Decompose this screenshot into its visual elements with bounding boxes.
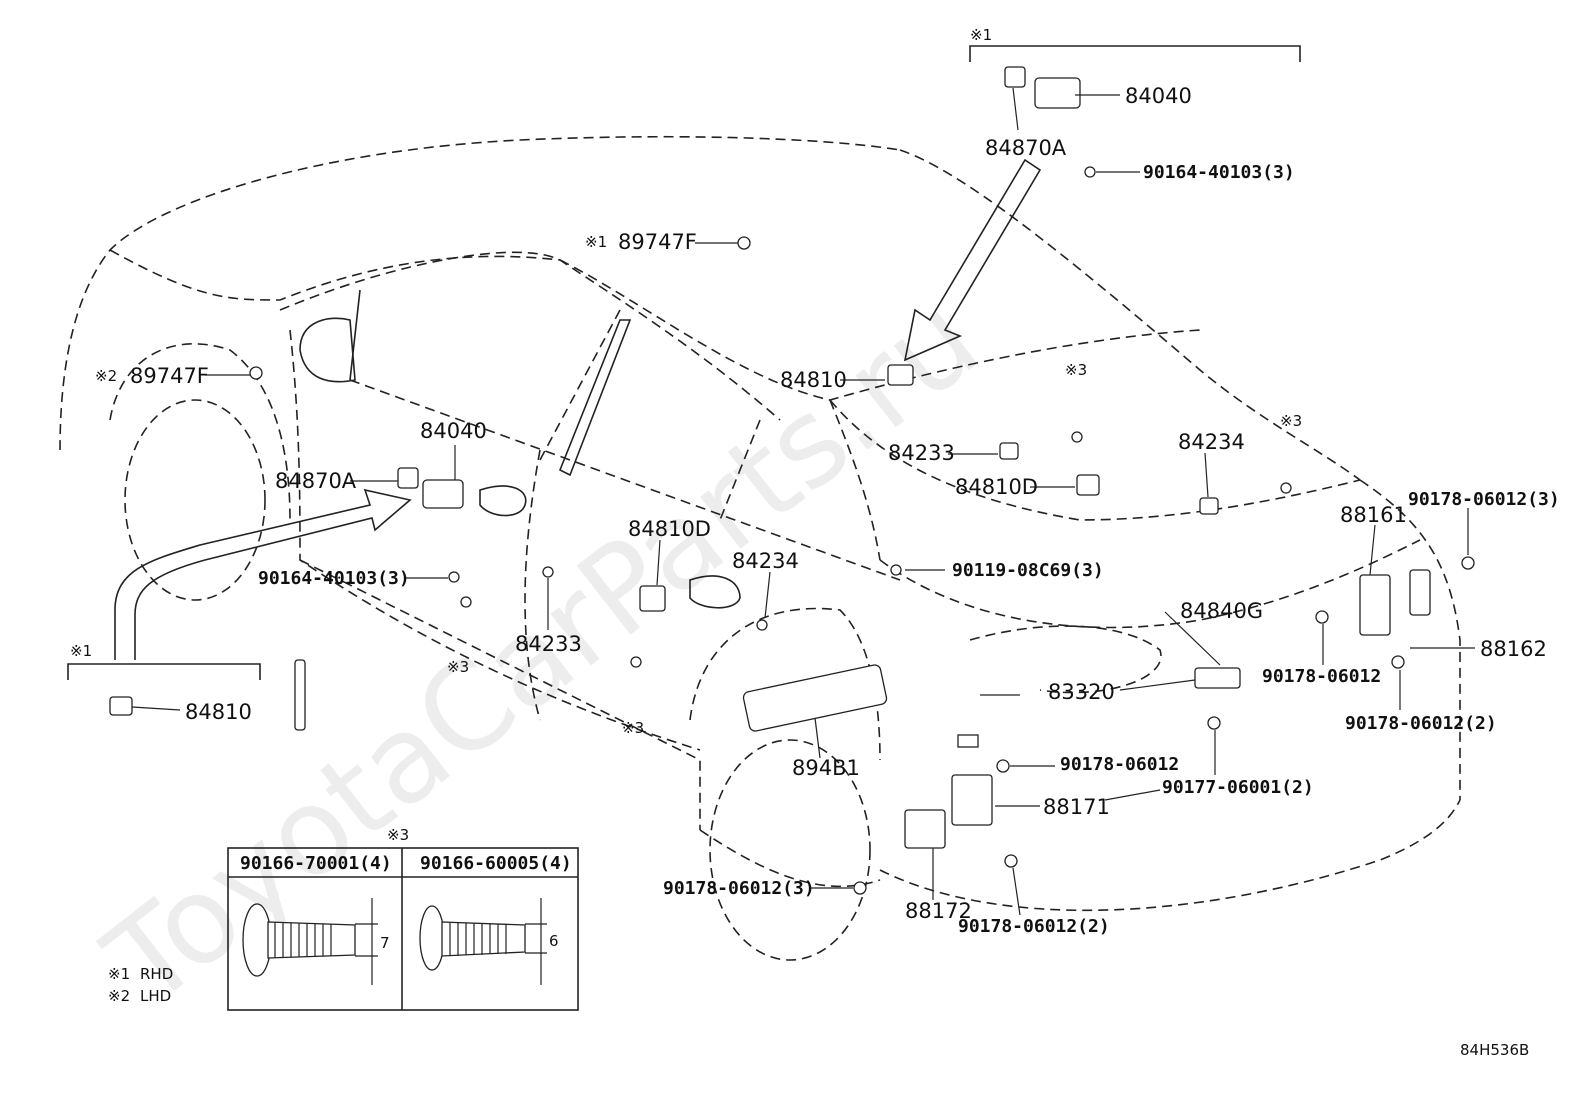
label-84810-box: 84810 — [185, 700, 252, 724]
screw-icon-60005: 6 — [419, 898, 559, 985]
label-90119: 90119-08C69(3) — [952, 560, 1104, 581]
label-84233-hood: 84233 — [888, 441, 955, 465]
label-90178-c: 90178-06012 — [1060, 754, 1179, 775]
label-89747F-left: 89747F — [130, 364, 209, 388]
callout-labels: ※1 84040 84870A 90164-40103(3) ※1 89747F… — [70, 26, 1560, 937]
label-90177: 90177-06001(2) — [1162, 777, 1314, 798]
note-2-text: LHD — [140, 987, 171, 1005]
label-84840G: 84840G — [1180, 599, 1263, 623]
mark-rhd-bottom: ※1 — [70, 642, 92, 660]
label-83320: 83320 — [1048, 680, 1115, 704]
inset-dim-2: 6 — [549, 932, 559, 950]
label-894B1: 894B1 — [792, 756, 860, 780]
label-84810-mid: 84810 — [780, 368, 847, 392]
label-89747F-top: 89747F — [618, 230, 697, 254]
screw-icon-70001: 7 — [242, 898, 390, 985]
label-90178-d: 90178-06012(3) — [663, 878, 815, 899]
label-90178-b: 90178-06012(2) — [1345, 713, 1497, 734]
direction-arrows — [114, 158, 1042, 660]
inset-part-2: 90166-60005(4) — [420, 853, 572, 874]
note-2-mark: ※2 — [108, 987, 130, 1005]
label-90164-door: 90164-40103(3) — [258, 568, 410, 589]
note-1-mark: ※1 — [108, 965, 130, 983]
note-1-text: RHD — [140, 965, 173, 983]
label-88162: 88162 — [1480, 637, 1547, 661]
mark-rhd-top: ※1 — [970, 26, 992, 44]
label-84234-door: 84234 — [732, 549, 799, 573]
label-88161: 88161 — [1340, 503, 1407, 527]
mark-3-door: ※3 — [447, 658, 469, 676]
mark-3-lower: ※3 — [622, 719, 644, 737]
label-88172: 88172 — [905, 899, 972, 923]
mark-lhd-89747F: ※2 — [95, 367, 117, 385]
part-glyphs — [109, 66, 1475, 895]
label-84234-hood: 84234 — [1178, 430, 1245, 454]
label-84040-top: 84040 — [1125, 84, 1192, 108]
label-84870A-top: 84870A — [985, 136, 1067, 160]
label-90178-e: 90178-06012(2) — [958, 916, 1110, 937]
label-90178-a: 90178-06012 — [1262, 666, 1381, 687]
label-90178-right-top: 90178-06012(3) — [1408, 489, 1560, 510]
label-84040-door: 84040 — [420, 419, 487, 443]
label-84810D-hood: 84810D — [955, 475, 1038, 499]
inset-dim-1: 7 — [380, 934, 390, 952]
mark-3-hood: ※3 — [1065, 361, 1087, 379]
label-84810D-door: 84810D — [628, 517, 711, 541]
fastener-inset: ※3 90166-70001(4) 90166-60005(4) 7 6 — [227, 826, 579, 1011]
legend-notes: ※1 RHD ※2 LHD — [108, 965, 173, 1005]
label-88171: 88171 — [1043, 795, 1110, 819]
label-84233-door: 84233 — [515, 632, 582, 656]
rhd-brackets — [67, 45, 1301, 680]
inset-mark: ※3 — [387, 826, 409, 844]
inset-part-1: 90166-70001(4) — [240, 853, 392, 874]
diagram-code: 84H536B — [1460, 1041, 1529, 1059]
car-outline — [59, 135, 1461, 961]
leader-lines — [131, 87, 1475, 916]
label-90164-top: 90164-40103(3) — [1143, 162, 1295, 183]
label-84870A-door: 84870A — [275, 469, 357, 493]
mark-3-right: ※3 — [1280, 412, 1302, 430]
mark-rhd-89747F: ※1 — [585, 233, 607, 251]
